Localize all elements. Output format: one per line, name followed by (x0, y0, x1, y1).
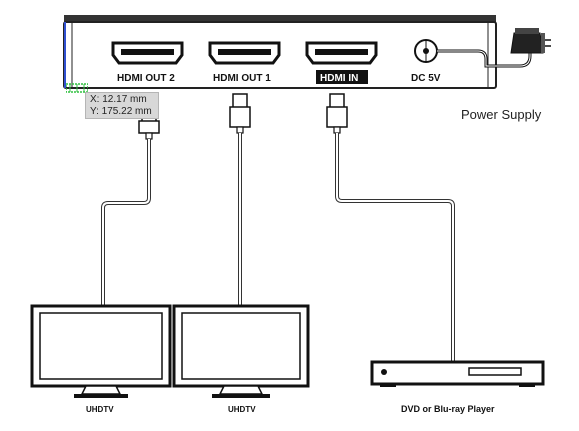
power-adapter-icon (510, 28, 551, 54)
hdmi-in-label-background (316, 70, 368, 84)
player-label: DVD or Blu-ray Player (401, 404, 495, 414)
left-tv-label: UHDTV (86, 405, 114, 414)
blu-ray-player-icon (370, 360, 545, 387)
hdmi-plug-out-1 (229, 93, 251, 134)
left-tv-icon (30, 304, 172, 398)
hdmi-out-1-port (208, 41, 281, 65)
center-tv-label: UHDTV (228, 405, 256, 414)
dc-power-port (414, 39, 438, 63)
coordinate-x: X: 12.17 mm (90, 94, 147, 105)
hdmi-cables (101, 133, 455, 362)
hdmi-in-port (305, 41, 378, 65)
hdmi-out-2-label: HDMI OUT 2 (117, 73, 175, 84)
power-supply-label: Power Supply (461, 107, 542, 122)
hdmi-out-2-port (111, 41, 184, 65)
selection-handle-icon[interactable] (66, 83, 88, 93)
center-tv-icon (172, 304, 310, 398)
dc-5v-label: DC 5V (411, 73, 441, 84)
coordinate-y: Y: 175.22 mm (90, 106, 152, 117)
selection-edge (64, 22, 66, 88)
hdmi-plug-in (326, 93, 348, 134)
hdmi-out-1-label: HDMI OUT 1 (213, 73, 271, 84)
coordinate-tooltip: X: 12.17 mm Y: 175.22 mm (85, 92, 159, 119)
hdmi-in-label: HDMI IN (320, 73, 358, 84)
